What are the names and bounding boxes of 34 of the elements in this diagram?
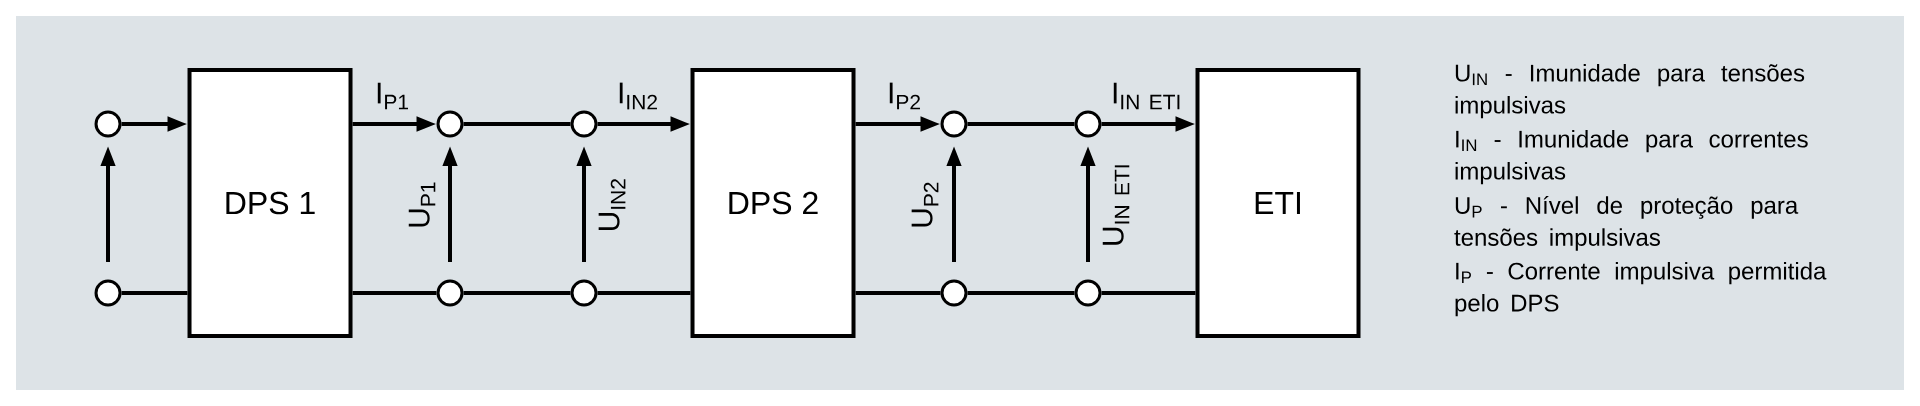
current-label: $\mathrm{I}_{\mathrm{P1}}$ <box>377 82 408 110</box>
wire <box>463 122 571 126</box>
wire <box>967 291 1075 295</box>
block-box: DPS 2 <box>690 68 856 338</box>
wire <box>967 122 1075 126</box>
block-box: ETI <box>1195 68 1361 338</box>
current-label: $\mathrm{I}_{\mathrm{P2}}$ <box>889 82 920 110</box>
legend-text: I$_{P}$ - Corrente impulsiva permitida pelo DPS <box>1455 262 1827 317</box>
legend-text: U$_{P}$ - Nível de proteção para tensões impulsivas <box>1454 196 1799 251</box>
terminal-circle <box>940 110 968 138</box>
terminal-circle <box>436 279 464 307</box>
wire <box>463 291 571 295</box>
wire <box>855 291 941 295</box>
wire <box>121 291 188 295</box>
voltage-label: $\mathrm{U}_{\mathrm{P1}}$ <box>408 182 436 227</box>
voltage-label: $\mathrm{U}_{\mathrm{IN2}}$ <box>598 179 626 231</box>
terminal-circle <box>94 279 122 307</box>
terminal-circle <box>570 279 598 307</box>
terminal-circle <box>94 110 122 138</box>
terminal-circle <box>436 110 464 138</box>
block-box: DPS 1 <box>187 68 353 338</box>
wire <box>597 291 691 295</box>
terminal-circle <box>570 110 598 138</box>
wire <box>1101 291 1196 295</box>
current-label: $\mathrm{I}_{\mathrm{IN2}}$ <box>619 82 657 110</box>
voltage-label: $\mathrm{U}_{\mathrm{P2}}$ <box>911 182 939 227</box>
current-label: $\mathrm{I}_{\mathrm{IN\ ETI}}$ <box>1113 82 1180 110</box>
legend-text: U$_{IN}$ - Imunidade para tensões impulsivas <box>1455 64 1805 119</box>
wire <box>352 291 437 295</box>
terminal-circle <box>1074 110 1102 138</box>
terminal-circle <box>940 279 968 307</box>
voltage-label: $\mathrm{U}_{\mathrm{IN\ ETI}}$ <box>1102 165 1130 245</box>
terminal-circle <box>1074 279 1102 307</box>
legend-text: I$_{IN}$ - Imunidade para correntes impulsivas <box>1455 130 1808 185</box>
